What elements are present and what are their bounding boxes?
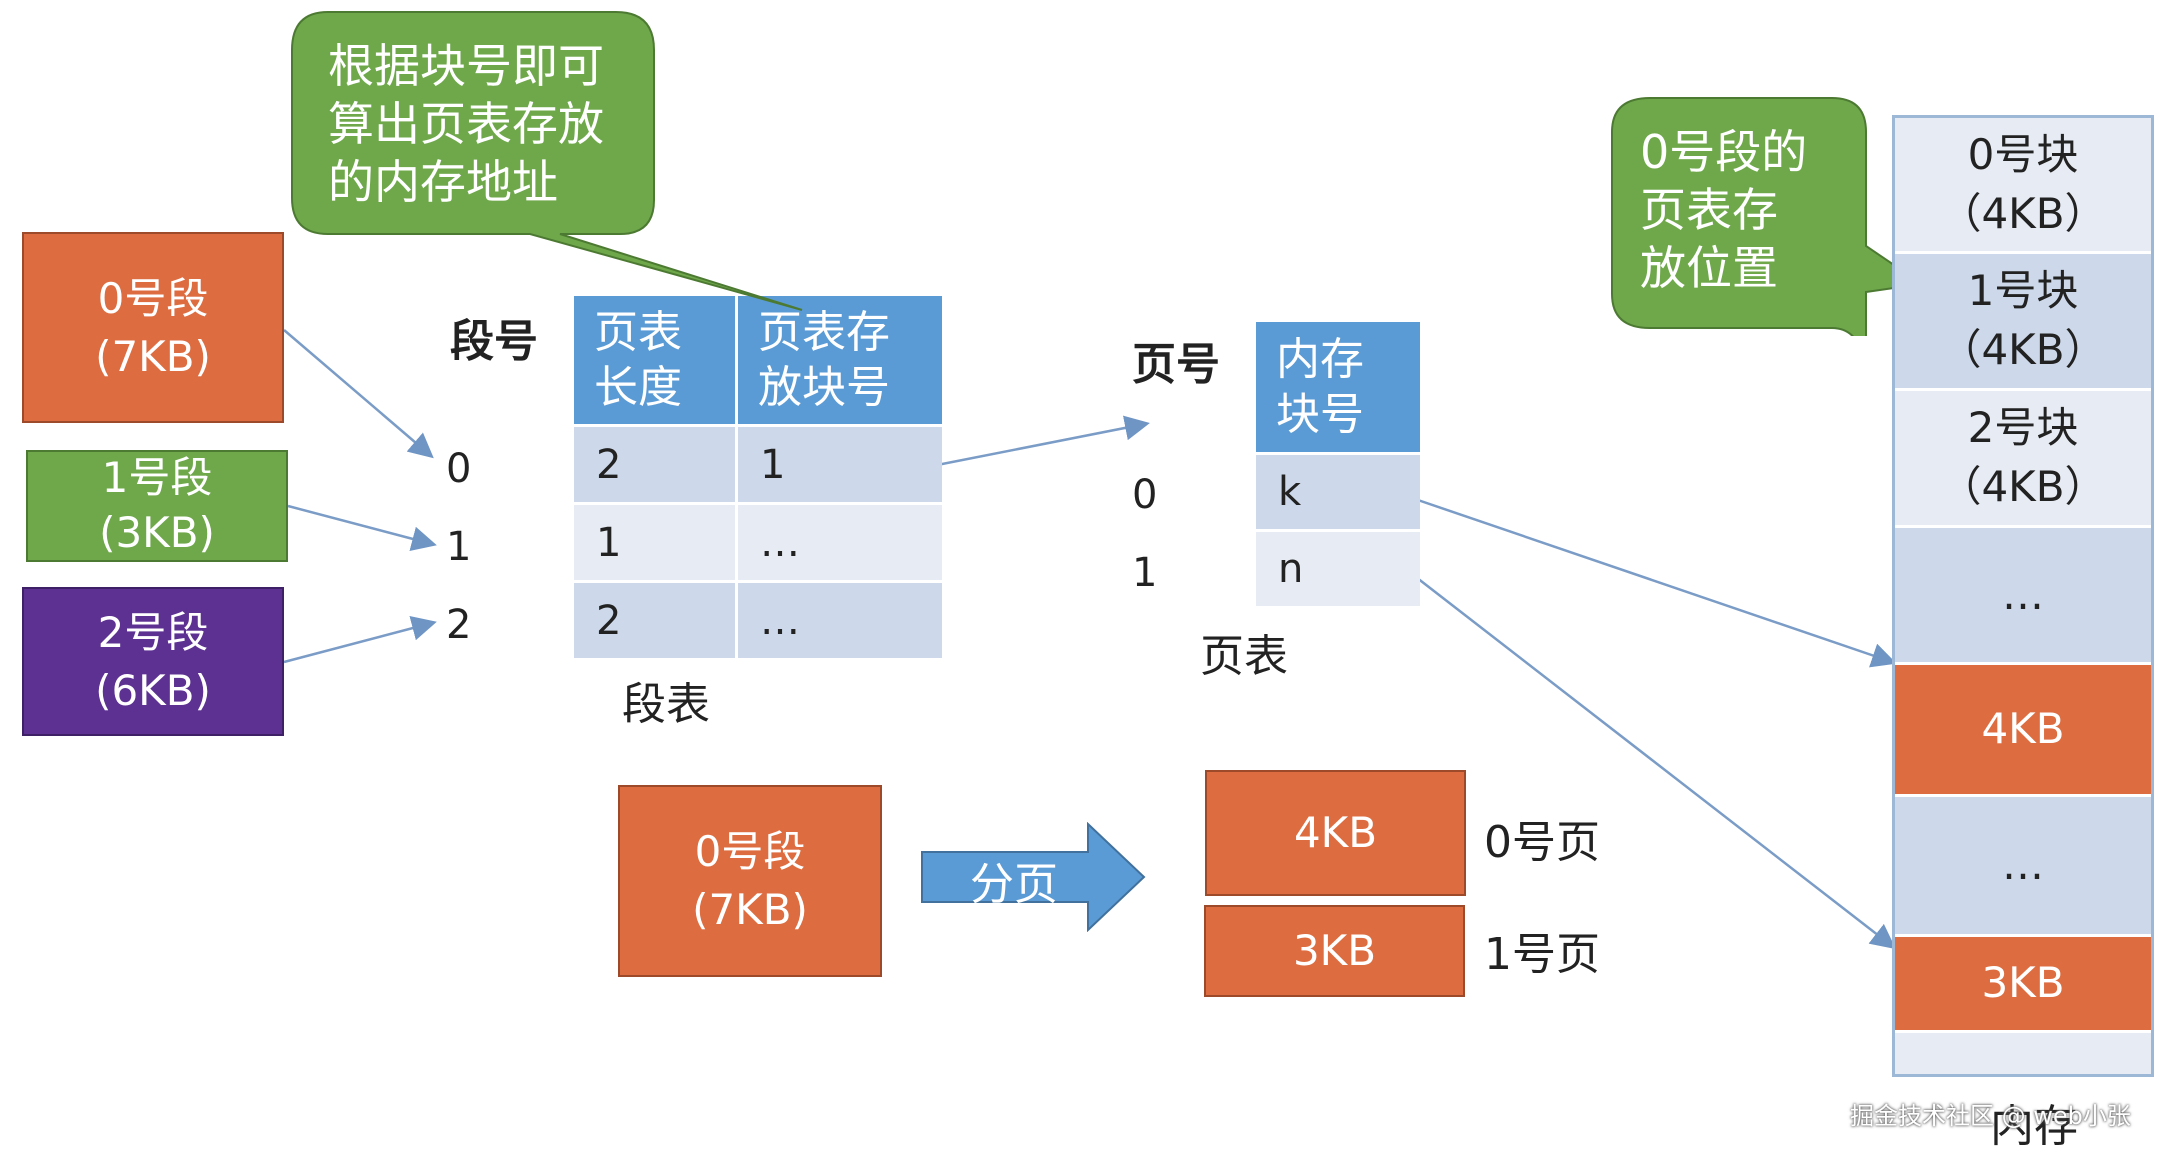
paging-segment-box: 0号段 (7KB): [618, 785, 882, 977]
memory-block-0-name: 0号块: [1967, 129, 2079, 179]
page-0-box: 4KB: [1205, 770, 1466, 896]
page-number-label: 页号: [1132, 339, 1220, 390]
memory-ellipsis-1: …: [1895, 528, 2151, 665]
callout-top-text: 根据块号即可 算出页表存放 的内存地址: [328, 39, 604, 209]
segment-2-box: 2号段 (6KB): [22, 587, 284, 736]
segment-table-row2-block: …: [738, 583, 942, 658]
callout-right-text: 0号段的 页表存 放位置: [1640, 125, 1808, 295]
memory-page0: 4KB: [1895, 665, 2151, 797]
watermark: 掘金技术社区 @ web小张: [1850, 1102, 2131, 1130]
callout-right-shape: [1611, 97, 1925, 336]
memory-block-1-name: 1号块: [1967, 266, 2079, 316]
segment-0-name: 0号段: [97, 273, 209, 323]
memory-block-2-name: 2号块: [1967, 403, 2079, 453]
paging-arrow-label: 分页: [970, 859, 1058, 910]
memory-block-0: 0号块 （4KB）: [1895, 118, 2151, 254]
memory-block-2-size: （4KB）: [1939, 462, 2107, 511]
paging-segment-size: (7KB): [692, 885, 808, 934]
arrow-seg1-to-index1: [287, 504, 437, 551]
segment-1-size: (3KB): [99, 508, 215, 557]
segment-table-row0-length: 2: [574, 427, 735, 502]
memory-tail: [1895, 1033, 2151, 1074]
page-1-box: 3KB: [1204, 905, 1465, 997]
segment-table-row1-length: 1: [574, 505, 735, 580]
page-table-row1: n: [1256, 532, 1420, 606]
page-table: 内存 块号 k n: [1256, 322, 1420, 612]
page-0-label: 0号页: [1484, 817, 1600, 868]
arrow-seg2-to-index2: [283, 616, 437, 664]
memory-block-0-size: （4KB）: [1939, 188, 2107, 238]
memory-label: 内存: [1990, 1101, 2078, 1152]
memory-block-2: 2号块 （4KB）: [1895, 391, 2151, 528]
arrow-k-to-memory: [1411, 496, 1897, 668]
segment-table: 页表 长度 页表存 放块号 2 1 1 … 2 …: [574, 296, 942, 660]
memory-column: 0号块 （4KB） 1号块 （4KB） 2号块 （4KB） … 4KB … 3K…: [1892, 115, 2154, 1077]
segment-1-box: 1号段 (3KB): [26, 450, 288, 562]
memory-block-1: 1号块 （4KB）: [1895, 254, 2151, 391]
paging-arrow-shape: [921, 822, 1146, 932]
arrow-n-to-memory: [1411, 573, 1896, 950]
paging-segment-name: 0号段: [694, 827, 806, 877]
segment-1-name: 1号段: [101, 453, 213, 503]
segment-number-label: 段号: [450, 316, 538, 367]
segment-0-box: 0号段 (7KB): [22, 232, 284, 423]
memory-block-1-size: （4KB）: [1939, 325, 2107, 374]
segment-table-caption: 段表: [622, 679, 710, 730]
segment-2-size: (6KB): [95, 665, 211, 715]
page-index-1: 1: [1132, 550, 1158, 596]
segment-index-0: 0: [446, 446, 472, 492]
memory-ellipsis-2: …: [1895, 797, 2151, 937]
memory-page1: 3KB: [1895, 937, 2151, 1033]
segment-table-row1-block: …: [738, 505, 942, 580]
segment-table-row2-length: 2: [574, 583, 735, 658]
page-table-row0: k: [1256, 455, 1420, 529]
segment-0-size: (7KB): [95, 331, 211, 381]
segment-table-header-block: 页表存 放块号: [738, 296, 942, 424]
segment-index-1: 1: [446, 524, 472, 570]
segment-table-row0-block: 1: [738, 427, 942, 502]
segment-table-header-length: 页表 长度: [574, 296, 735, 424]
callout-top-shape: [291, 11, 803, 311]
page-table-header: 内存 块号: [1256, 322, 1420, 452]
arrow-seg0-to-index0: [283, 329, 434, 459]
page-index-0: 0: [1132, 472, 1158, 518]
page-table-caption: 页表: [1200, 631, 1288, 682]
segment-2-name: 2号段: [97, 607, 209, 657]
page-1-label: 1号页: [1484, 929, 1600, 980]
segment-index-2: 2: [446, 602, 472, 648]
arrow-segtable-to-pagetable: [931, 415, 1150, 468]
